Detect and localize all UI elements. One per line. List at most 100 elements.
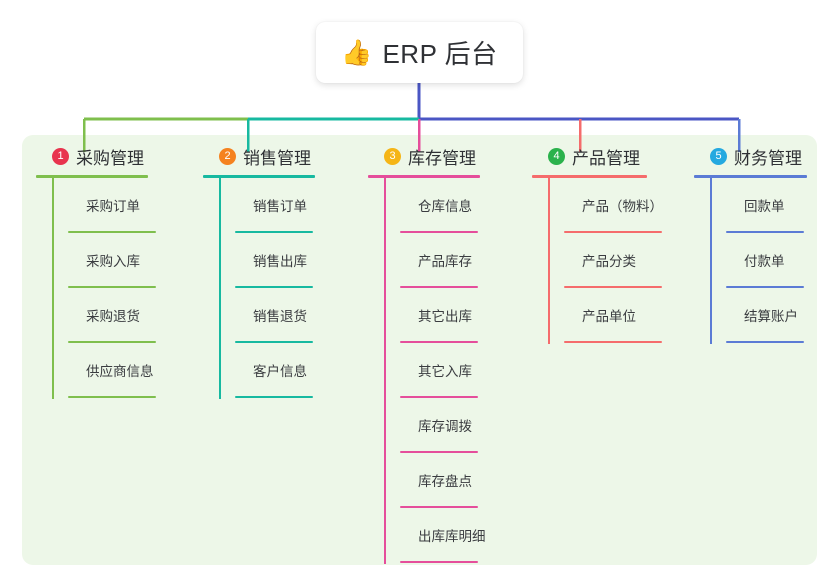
- list-item[interactable]: 库存调拨: [384, 398, 480, 453]
- list-item-rule: [235, 231, 313, 233]
- column-header-1[interactable]: 1 采购管理: [36, 144, 148, 168]
- list-item-rule: [400, 231, 478, 233]
- column-header-5[interactable]: 5 财务管理: [694, 144, 807, 168]
- column-badge-icon: 2: [219, 147, 236, 165]
- column-header-rule: [694, 175, 807, 178]
- column-title: 采购管理: [76, 148, 144, 168]
- column-1: 1 采购管理采购订单采购入库采购退货供应商信息: [36, 144, 156, 399]
- list-item-label: 客户信息: [253, 364, 307, 379]
- list-item[interactable]: 销售订单: [219, 178, 315, 233]
- root-node-content: 👍 ERP 后台: [341, 34, 497, 71]
- column-header-2[interactable]: 2 销售管理: [203, 144, 315, 168]
- list-item-rule: [400, 286, 478, 288]
- column-items: 回款单付款单结算账户: [694, 178, 807, 344]
- list-item-rule: [68, 286, 156, 288]
- list-item-rule: [68, 231, 156, 233]
- branches-panel: [22, 135, 817, 565]
- list-item[interactable]: 结算账户: [710, 288, 807, 343]
- column-spine: [384, 178, 386, 564]
- column-5: 5 财务管理回款单付款单结算账户: [694, 144, 807, 344]
- list-item[interactable]: 销售出库: [219, 233, 315, 288]
- list-item[interactable]: 采购订单: [52, 178, 156, 233]
- list-item-label: 其它入库: [418, 364, 472, 379]
- list-item-label: 产品分类: [582, 254, 636, 269]
- list-item-label: 产品单位: [582, 309, 636, 324]
- list-item-label: 仓库信息: [418, 199, 472, 214]
- list-item-label: 库存调拨: [418, 419, 472, 434]
- list-item-rule: [400, 396, 478, 398]
- list-item-rule: [68, 341, 156, 343]
- column-title: 财务管理: [734, 148, 802, 168]
- list-item[interactable]: 客户信息: [219, 343, 315, 398]
- list-item[interactable]: 付款单: [710, 233, 807, 288]
- list-item-rule: [726, 231, 804, 233]
- list-item[interactable]: 其它入库: [384, 343, 480, 398]
- list-item-rule: [726, 341, 804, 343]
- column-items: 仓库信息产品库存其它出库其它入库库存调拨库存盘点出库库明细: [368, 178, 486, 564]
- list-item-label: 付款单: [744, 254, 785, 269]
- root-node-title: ERP 后台: [382, 39, 498, 69]
- list-item-label: 采购订单: [86, 199, 140, 214]
- column-2: 2 销售管理销售订单销售出库销售退货客户信息: [203, 144, 315, 399]
- list-item-rule: [400, 506, 478, 508]
- list-item-rule: [400, 561, 478, 563]
- list-item-label: 产品库存: [418, 254, 472, 269]
- list-item-rule: [235, 341, 313, 343]
- column-items: 销售订单销售出库销售退货客户信息: [203, 178, 315, 399]
- list-item-label: 销售退货: [253, 309, 307, 324]
- column-title: 产品管理: [572, 148, 640, 168]
- thumbs-up-icon: 👍: [341, 38, 373, 67]
- list-item-rule: [400, 341, 478, 343]
- list-item[interactable]: 回款单: [710, 178, 807, 233]
- column-header-rule: [36, 175, 148, 178]
- list-item[interactable]: 其它出库: [384, 288, 480, 343]
- column-items: 产品（物料） 产品分类产品单位: [532, 178, 663, 344]
- list-item-label: 出库库明细: [418, 529, 486, 544]
- list-item[interactable]: 产品分类: [548, 233, 662, 288]
- column-badge-icon: 4: [548, 147, 565, 165]
- column-spine: [219, 178, 221, 399]
- list-item[interactable]: 销售退货: [219, 288, 315, 343]
- list-item-label: 供应商信息: [86, 364, 154, 379]
- list-item-rule: [235, 286, 313, 288]
- list-item[interactable]: 仓库信息: [384, 178, 480, 233]
- list-item[interactable]: 产品库存: [384, 233, 480, 288]
- list-item-label: 产品（物料）: [582, 199, 663, 214]
- list-item-rule: [235, 396, 313, 398]
- list-item-label: 结算账户: [744, 309, 798, 324]
- list-item[interactable]: 出库库明细: [384, 508, 486, 563]
- list-item[interactable]: 采购退货: [52, 288, 156, 343]
- list-item-rule: [726, 286, 804, 288]
- list-item[interactable]: 供应商信息: [52, 343, 156, 398]
- list-item-rule: [564, 286, 662, 288]
- list-item-rule: [564, 341, 662, 343]
- list-item[interactable]: 采购入库: [52, 233, 156, 288]
- list-item-label: 库存盘点: [418, 474, 472, 489]
- column-badge-icon: 3: [384, 147, 401, 165]
- list-item[interactable]: 产品单位: [548, 288, 662, 343]
- list-item-label: 回款单: [744, 199, 785, 214]
- column-items: 采购订单采购入库采购退货供应商信息: [36, 178, 156, 399]
- column-spine: [710, 178, 712, 344]
- column-spine: [548, 178, 550, 344]
- column-badge-icon: 5: [710, 147, 727, 165]
- column-4: 4 产品管理产品（物料） 产品分类产品单位: [532, 144, 663, 344]
- list-item-label: 销售订单: [253, 199, 307, 214]
- list-item[interactable]: 库存盘点: [384, 453, 480, 508]
- column-title: 销售管理: [243, 148, 311, 168]
- list-item-label: 其它出库: [418, 309, 472, 324]
- list-item-label: 采购入库: [86, 254, 140, 269]
- list-item-label: 销售出库: [253, 254, 307, 269]
- list-item-rule: [68, 396, 156, 398]
- list-item-rule: [400, 451, 478, 453]
- list-item[interactable]: 产品（物料）: [548, 178, 663, 233]
- column-header-rule: [203, 175, 315, 178]
- column-header-4[interactable]: 4 产品管理: [532, 144, 647, 168]
- root-node[interactable]: 👍 ERP 后台: [316, 22, 523, 83]
- column-spine: [52, 178, 54, 399]
- column-badge-icon: 1: [52, 147, 69, 165]
- column-header-rule: [532, 175, 647, 178]
